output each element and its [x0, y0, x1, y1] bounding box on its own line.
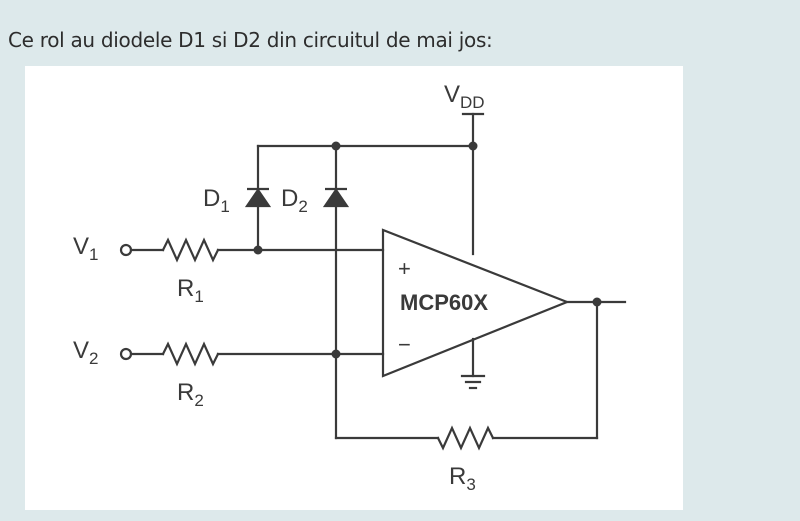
- d2-label: D2: [281, 185, 308, 216]
- opamp-minus-label: −: [398, 332, 411, 357]
- junction-dot: [253, 245, 263, 255]
- v2-label: V2: [73, 337, 98, 368]
- question-text: Ce rol au diodele D1 si D2 din circuitul…: [8, 28, 493, 52]
- junction-dot: [592, 297, 602, 307]
- junction-dot: [468, 141, 478, 151]
- v1-label: V1: [73, 233, 98, 264]
- d1-label: D1: [203, 185, 230, 216]
- d1-diode: [244, 188, 272, 208]
- d2-diode: [322, 188, 350, 208]
- r2-resistor: [161, 341, 220, 367]
- opamp-body: [381, 228, 570, 378]
- circuit-diagram: VDD D1 D2 V1 V2 R1 R2 R3 + − MCP60X: [25, 66, 683, 510]
- v2-terminal: [119, 347, 133, 361]
- opamp-label: MCP60X: [400, 290, 488, 315]
- vdd-label: VDD: [444, 81, 485, 112]
- opamp-plus-label: +: [398, 256, 411, 281]
- r1-resistor: [161, 237, 220, 263]
- r2-label: R2: [177, 379, 204, 410]
- junction-dot: [331, 141, 341, 151]
- r3-resistor: [436, 425, 495, 451]
- r1-label: R1: [177, 275, 204, 306]
- r3-label: R3: [449, 463, 476, 494]
- v1-terminal: [119, 243, 133, 257]
- junction-dot: [331, 349, 341, 359]
